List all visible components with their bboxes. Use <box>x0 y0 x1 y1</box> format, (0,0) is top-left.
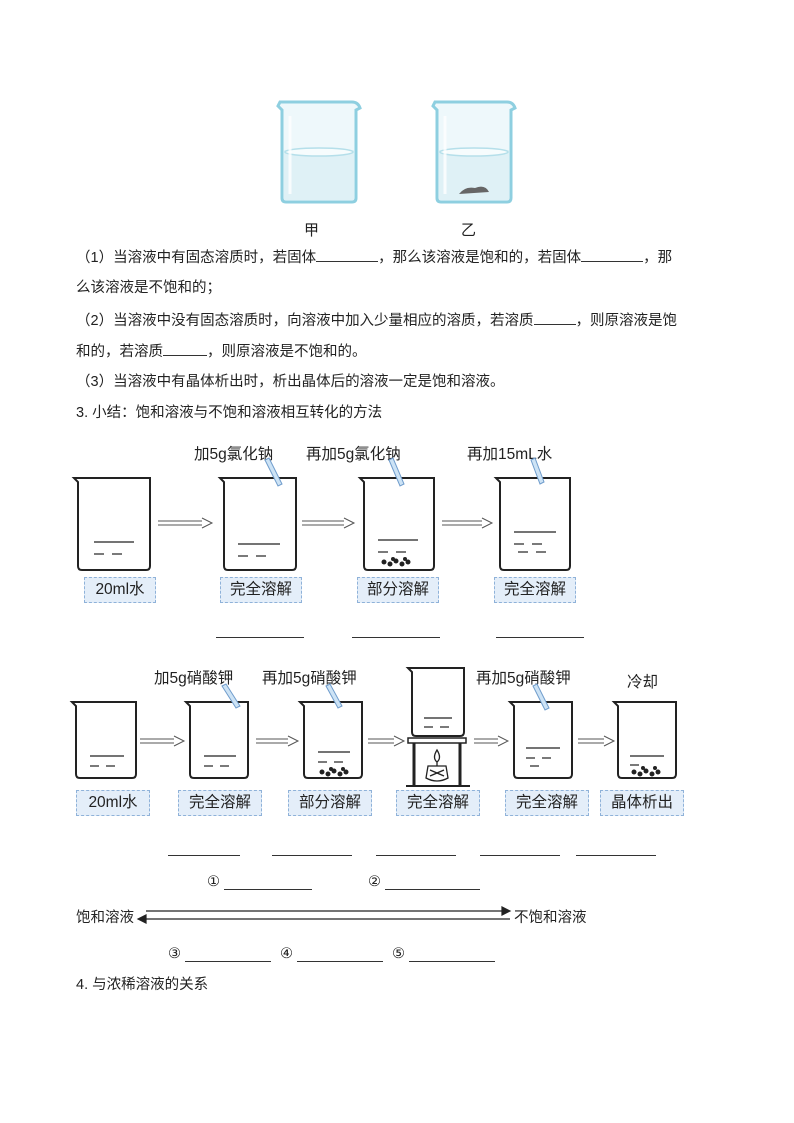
row1-beaker-4 <box>493 477 571 571</box>
row1-beaker-2 <box>217 477 297 571</box>
row1-header-1: 加5g氯化钠 <box>194 446 274 463</box>
row1-arrow-3 <box>442 517 494 529</box>
fill-blank-2[interactable] <box>581 247 644 262</box>
para1-line2: 么该溶液是不饱和的； <box>76 280 221 296</box>
row2-crystals-1 <box>319 767 349 777</box>
row2-beaker-4-heated <box>405 667 465 737</box>
row2-spoon-1 <box>221 683 241 709</box>
row1-header-3: 再加15mL水 <box>467 446 553 463</box>
alcohol-lamp-icon <box>425 748 449 782</box>
row1-answer-blank-1[interactable] <box>216 637 304 638</box>
row2-beaker-5 <box>507 701 573 779</box>
top-beakers-svg <box>276 100 517 204</box>
beaker-yi-image <box>431 100 517 204</box>
row2-beaker-6 <box>611 701 677 779</box>
row2-label-5: 完全溶解 <box>505 790 589 816</box>
row2-beaker-1 <box>69 701 137 779</box>
para1-text-c: ，那 <box>643 250 673 266</box>
row2-answer-blank-1[interactable] <box>168 855 240 856</box>
row1-header-2: 再加5g氯化钠 <box>306 446 401 463</box>
fill-blank-4[interactable] <box>163 341 207 356</box>
section3-title: 3. 小结：饱和溶液与不饱和溶液相互转化的方法 <box>76 405 383 421</box>
conversion-num-4: ④ <box>280 946 293 962</box>
beaker-jia-caption: 甲 <box>304 222 320 239</box>
row2-answer-blank-4[interactable] <box>480 855 560 856</box>
row2-beaker-3 <box>297 701 363 779</box>
conversion-blank-3[interactable] <box>185 961 271 962</box>
row2-header-4: 冷却 <box>627 674 659 691</box>
row2-arrow-3 <box>368 735 406 747</box>
row1-spoon-2 <box>388 457 405 487</box>
row2-label-2: 完全溶解 <box>178 790 262 816</box>
fill-blank-3[interactable] <box>533 310 576 325</box>
fill-blank-1[interactable] <box>316 247 379 262</box>
para2-text-c: 和的，若溶质 <box>76 344 163 360</box>
conversion-num-3: ③ <box>168 946 181 962</box>
conversion-num-2: ② <box>368 874 381 890</box>
row2-label-1: 20ml水 <box>76 790 150 816</box>
row2-answer-blank-2[interactable] <box>272 855 352 856</box>
row1-spoon-1 <box>264 457 283 487</box>
section4-title: 4. 与浓稀溶液的关系 <box>76 977 209 993</box>
row2-beaker-2 <box>183 701 249 779</box>
row2-arrow-1 <box>140 735 186 747</box>
row1-label-2: 完全溶解 <box>220 577 302 603</box>
row1-answer-blank-2[interactable] <box>352 637 440 638</box>
row2-arrow-4 <box>474 735 510 747</box>
row2-header-3: 再加5g硝酸钾 <box>476 670 571 687</box>
para2-line2: 和的，若溶质 ，则原溶液是不饱和的。 <box>76 341 367 362</box>
row2-answer-blank-3[interactable] <box>376 855 456 856</box>
conversion-blank-1[interactable] <box>224 889 312 890</box>
top-beakers-illustration <box>270 96 530 206</box>
tripod-stand <box>406 737 470 787</box>
row2-arrow-2 <box>256 735 300 747</box>
unsaturated-solution-label: 不饱和溶液 <box>514 910 587 926</box>
row2-spoon-2 <box>325 683 343 709</box>
row2-header-2: 再加5g硝酸钾 <box>262 670 357 687</box>
row2-label-6: 晶体析出 <box>600 790 684 816</box>
row1-beaker-1 <box>71 477 151 571</box>
row1-label-3: 部分溶解 <box>357 577 439 603</box>
row2-header-1: 加5g硝酸钾 <box>154 670 234 687</box>
row1-crystals-1 <box>381 557 411 567</box>
row1-beaker-3 <box>357 477 435 571</box>
para1-line1: （1）当溶液中有固态溶质时，若固体 ，那么该溶液是饱和的，若固体 ，那 <box>76 247 672 268</box>
row2-spoon-3 <box>532 683 550 711</box>
conversion-num-1: ① <box>207 874 220 890</box>
row1-arrow-2 <box>302 517 356 529</box>
conversion-blank-2[interactable] <box>385 889 480 890</box>
row1-label-4: 完全溶解 <box>494 577 576 603</box>
para1-text-a: （1）当溶液中有固态溶质时，若固体 <box>76 250 317 266</box>
row1-answer-blank-3[interactable] <box>496 637 584 638</box>
row2-arrow-5 <box>578 735 616 747</box>
undissolved-solid <box>459 186 489 194</box>
saturated-solution-label: 饱和溶液 <box>76 910 134 926</box>
row2-answer-blank-5[interactable] <box>576 855 656 856</box>
row2-label-4: 完全溶解 <box>396 790 480 816</box>
para3: （3）当溶液中有晶体析出时，析出晶体后的溶液一定是饱和溶液。 <box>76 374 505 390</box>
para2-text-a: （2）当溶液中没有固态溶质时，向溶液中加入少量相应的溶质，若溶质 <box>76 313 534 329</box>
para2-line1: （2）当溶液中没有固态溶质时，向溶液中加入少量相应的溶质，若溶质 ，则原溶液是饱 <box>76 310 677 331</box>
row1-label-1: 20ml水 <box>84 577 156 603</box>
row2-crystals-2 <box>631 766 661 777</box>
conversion-num-5: ⑤ <box>392 946 405 962</box>
conversion-blank-4[interactable] <box>297 961 383 962</box>
row2-label-3: 部分溶解 <box>288 790 372 816</box>
conversion-blank-5[interactable] <box>409 961 495 962</box>
para2-text-b: ，则原溶液是饱 <box>575 313 678 329</box>
beaker-yi-caption: 乙 <box>461 222 477 239</box>
para1-text-b: ，那么该溶液是饱和的，若固体 <box>378 250 582 266</box>
row1-arrow-1 <box>158 517 214 529</box>
beaker-jia-image <box>276 100 362 204</box>
row1-spoon-3 <box>530 457 545 485</box>
para2-text-d: ，则原溶液是不饱和的。 <box>207 344 367 360</box>
